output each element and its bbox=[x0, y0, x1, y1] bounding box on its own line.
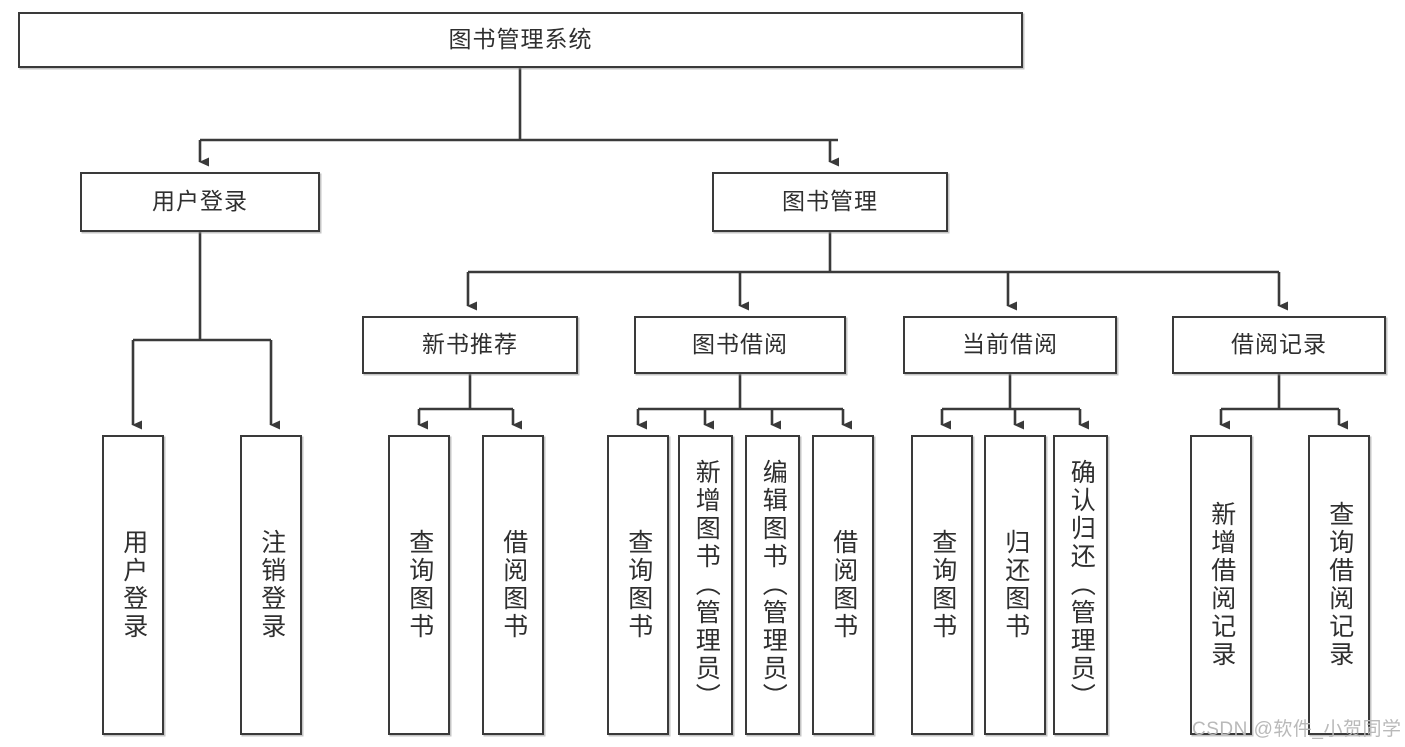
node-leaf-borrow-book-recommend[interactable]: 借阅图书 bbox=[482, 435, 544, 735]
node-book-management-system[interactable]: 图书管理系统 bbox=[18, 12, 1023, 68]
node-leaf-query-borrow-record[interactable]: 查询借阅记录 bbox=[1308, 435, 1370, 735]
leaf-label: 新增图书（管理员） bbox=[692, 459, 721, 711]
leaf-label: 查询借阅记录 bbox=[1325, 501, 1354, 669]
node-leaf-add-borrow-record[interactable]: 新增借阅记录 bbox=[1190, 435, 1252, 735]
node-leaf-add-book-admin[interactable]: 新增图书（管理员） bbox=[678, 435, 733, 735]
leaf-label: 查询图书 bbox=[405, 529, 434, 641]
node-leaf-confirm-return-admin[interactable]: 确认归还（管理员） bbox=[1053, 435, 1108, 735]
node-leaf-return-book[interactable]: 归还图书 bbox=[984, 435, 1046, 735]
node-user-login[interactable]: 用户登录 bbox=[80, 172, 320, 232]
node-leaf-edit-book-admin[interactable]: 编辑图书（管理员） bbox=[745, 435, 800, 735]
leaf-label: 归还图书 bbox=[1001, 529, 1030, 641]
leaf-label: 借阅图书 bbox=[499, 529, 528, 641]
node-borrow-record[interactable]: 借阅记录 bbox=[1172, 316, 1386, 374]
node-book-management[interactable]: 图书管理 bbox=[712, 172, 948, 232]
leaf-label: 查询图书 bbox=[624, 529, 653, 641]
leaf-label: 用户登录 bbox=[119, 529, 148, 641]
node-new-book-recommend[interactable]: 新书推荐 bbox=[362, 316, 578, 374]
node-leaf-borrow-book[interactable]: 借阅图书 bbox=[812, 435, 874, 735]
node-leaf-query-book-current[interactable]: 查询图书 bbox=[911, 435, 973, 735]
leaf-label: 查询图书 bbox=[928, 529, 957, 641]
leaf-label: 新增借阅记录 bbox=[1207, 501, 1236, 669]
node-leaf-logout-login[interactable]: 注销登录 bbox=[240, 435, 302, 735]
node-leaf-user-login[interactable]: 用户登录 bbox=[102, 435, 164, 735]
node-leaf-query-book-borrow[interactable]: 查询图书 bbox=[607, 435, 669, 735]
leaf-label: 编辑图书（管理员） bbox=[759, 459, 788, 711]
node-leaf-query-book-recommend[interactable]: 查询图书 bbox=[388, 435, 450, 735]
leaf-label: 注销登录 bbox=[257, 529, 286, 641]
node-book-borrow[interactable]: 图书借阅 bbox=[634, 316, 846, 374]
csdn-watermark: CSDN @软件_小贺同学 bbox=[1192, 719, 1402, 740]
leaf-label: 确认归还（管理员） bbox=[1067, 459, 1096, 711]
leaf-label: 借阅图书 bbox=[829, 529, 858, 641]
node-current-borrow[interactable]: 当前借阅 bbox=[903, 316, 1117, 374]
